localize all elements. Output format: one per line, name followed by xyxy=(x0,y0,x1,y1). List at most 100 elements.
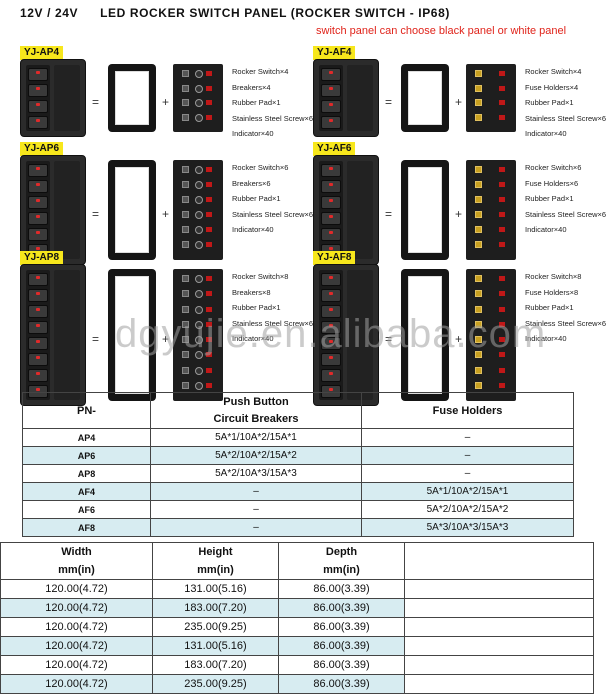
component-item: Indicator×40 xyxy=(232,334,274,343)
component-item: Stainless Steel Screw×6 xyxy=(525,113,606,123)
fuse-holder-icon xyxy=(471,69,511,79)
rocker-switch-icon xyxy=(321,180,341,193)
rocker-switch-icon xyxy=(321,196,341,209)
component-item: Indicator×40 xyxy=(232,225,274,234)
push-button-cell: 5A*2/10A*2/15A*2 xyxy=(150,446,362,465)
empty-cell xyxy=(404,598,594,618)
width-unit: mm(in) xyxy=(58,564,95,576)
fuse-holder-icon xyxy=(471,113,511,123)
fuse-holder-icon xyxy=(471,240,511,250)
fuse-holder-icon xyxy=(471,381,511,391)
breaker-icon xyxy=(178,98,218,108)
empty-cell xyxy=(404,617,594,637)
rocker-switch-icon xyxy=(28,196,48,209)
rocker-switch-icon xyxy=(321,289,341,302)
equals-sign: = xyxy=(92,332,100,346)
rocker-switch-icon xyxy=(321,273,341,286)
depth-header: Depth mm(in) xyxy=(278,542,405,580)
breaker-icon xyxy=(178,84,218,94)
assembled-panel-image xyxy=(20,264,86,406)
component-item: Indicator×40 xyxy=(525,129,567,138)
component-item: Rocker Switch×6 xyxy=(525,163,582,172)
spec-row: AF4–5A*1/10A*2/15A*1 xyxy=(22,482,574,501)
rocker-switch-icon xyxy=(321,164,341,177)
breaker-icon xyxy=(178,195,218,205)
component-item: Indicator×40 xyxy=(525,334,567,343)
page-title: LED ROCKER SWITCH PANEL (ROCKER SWITCH -… xyxy=(100,6,450,20)
fuse-holder-icon xyxy=(471,225,511,235)
rocker-switch-icon xyxy=(28,353,48,366)
empty-cell xyxy=(404,674,594,694)
fuse-holder-cell: – xyxy=(361,428,574,447)
model-tag: YJ-AP4 xyxy=(20,46,64,60)
component-item: Rocker Switch×4 xyxy=(525,67,582,76)
model-tag: YJ-AF8 xyxy=(313,251,356,265)
rocker-switch-icon xyxy=(321,84,341,97)
component-item: Fuse Holders×4 xyxy=(525,82,579,92)
depth-cell: 86.00(3.39) xyxy=(278,636,405,656)
fuse-holder-cell: 5A*1/10A*2/15A*1 xyxy=(361,482,574,501)
depth-unit: mm(in) xyxy=(323,564,360,576)
fuse-holder-cell: 5A*2/10A*2/15A*2 xyxy=(361,500,574,519)
height-cell: 183.00(7.20) xyxy=(152,655,279,675)
component-item: Fuse Holders×8 xyxy=(525,287,579,297)
rocker-switch-icon xyxy=(28,337,48,350)
fuse-holder-icon xyxy=(471,366,511,376)
rocker-switch-icon xyxy=(28,116,48,129)
component-item: Rubber Pad×1 xyxy=(232,194,281,203)
fuse-holder-icon xyxy=(471,180,511,190)
component-item: Rubber Pad×1 xyxy=(232,303,281,312)
push-button-cell: – xyxy=(150,518,362,537)
breaker-icon xyxy=(178,289,218,299)
component-item: Breakers×6 xyxy=(232,178,271,188)
dimension-row: 120.00(4.72)235.00(9.25)86.00(3.39) xyxy=(0,674,594,694)
model-tag: YJ-AP8 xyxy=(20,251,64,265)
rocker-switch-icon xyxy=(28,321,48,334)
empty-cell xyxy=(404,655,594,675)
model-tag: YJ-AF4 xyxy=(313,46,356,60)
breaker-icon xyxy=(178,225,218,235)
voltage-label: 12V / 24V xyxy=(20,6,79,20)
rocker-switch-icon xyxy=(321,116,341,129)
depth-cell: 86.00(3.39) xyxy=(278,655,405,675)
panel-color-note: switch panel can choose black panel or w… xyxy=(316,25,567,37)
fuse-holder-icon xyxy=(471,98,511,108)
component-item: Stainless Steel Screw×6 xyxy=(232,318,314,328)
height-cell: 235.00(9.25) xyxy=(152,617,279,637)
component-item: Stainless Steel Screw×6 xyxy=(232,209,314,219)
rubber-pad-image xyxy=(401,160,449,260)
rocker-switch-icon xyxy=(28,180,48,193)
rocker-switch-icon xyxy=(321,369,341,382)
rocker-switch-icon xyxy=(321,353,341,366)
rubber-pad-image xyxy=(401,64,449,132)
pn-cell: AF4 xyxy=(22,482,151,501)
component-item: Rocker Switch×4 xyxy=(232,67,289,76)
breaker-plate-image xyxy=(173,269,223,401)
fuse-holder-icon xyxy=(471,195,511,205)
circuit-breakers-header: Circuit Breakers xyxy=(150,410,362,429)
depth-cell: 86.00(3.39) xyxy=(278,617,405,637)
plus-sign: + xyxy=(162,207,170,221)
rocker-switch-icon xyxy=(28,164,48,177)
plus-sign: + xyxy=(455,332,463,346)
empty-cell xyxy=(404,636,594,656)
component-item: Indicator×40 xyxy=(525,225,567,234)
rocker-switch-icon xyxy=(28,305,48,318)
fuse-holder-icon xyxy=(471,305,511,315)
depth-title: Depth xyxy=(325,546,358,558)
assembled-panel-image xyxy=(20,59,86,137)
dimension-row: 120.00(4.72)235.00(9.25)86.00(3.39) xyxy=(0,617,594,637)
dimension-row: 120.00(4.72)183.00(7.20)86.00(3.39) xyxy=(0,655,594,675)
assembled-panel-image xyxy=(313,59,379,137)
